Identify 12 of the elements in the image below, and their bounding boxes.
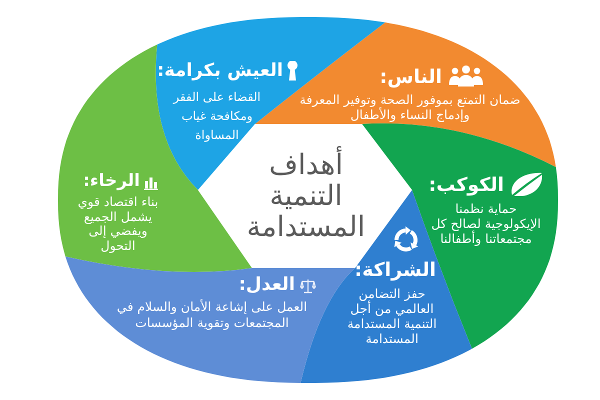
segment-description: حماية نظمنا الإيكولوجية لصالح كل مجتمعاتنا وأطفالنا xyxy=(430,201,542,246)
segment-heading: الشراكة: xyxy=(354,258,436,282)
segment-description: حفز التضامن العالمي من أجل التنمية المستدامة المستدامة xyxy=(346,286,438,346)
segment-description: القضاء على الفقر ومكافحة غياب المساواة xyxy=(172,89,262,144)
segment-description: ضمان التمتع بموفور الصحة وتوفير المعرفة وإدماج النساء والأطفال xyxy=(299,92,521,122)
segment-description: بناء اقتصاد قوي يشمل الجميع ويفضي إلى التحول xyxy=(77,195,159,253)
segment-description: العمل على إشاعة الأمان والسلام في المجتمعات وتقوية المؤسسات xyxy=(116,299,308,331)
segment-heading: العدل: xyxy=(238,273,295,296)
segment-heading: الناس: xyxy=(380,65,442,89)
segment-heading: الكوكب: xyxy=(428,173,504,197)
segment-heading: الرخاء: xyxy=(83,170,140,192)
segment-heading: العيش بكرامة: xyxy=(157,59,283,82)
